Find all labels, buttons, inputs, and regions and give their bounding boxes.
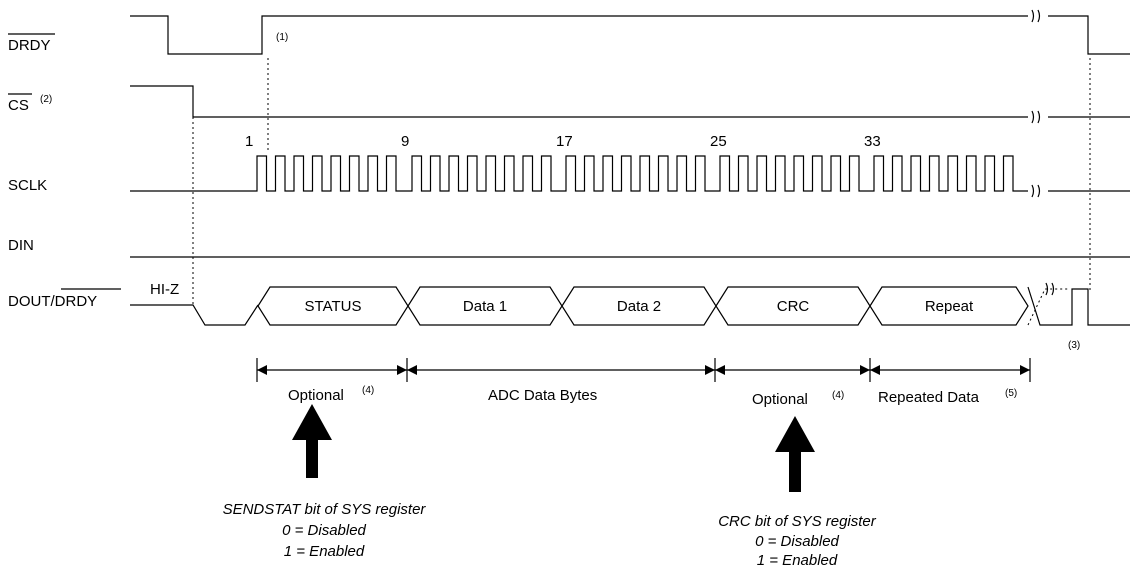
hiz-label: HI-Z: [150, 281, 179, 298]
clock-number-17: 17: [556, 133, 573, 150]
cs-note: (2): [40, 94, 52, 105]
sendstat-line-3: 1 = Enabled: [284, 543, 365, 560]
clock-number-33: 33: [864, 133, 881, 150]
segment-data1-label: Data 1: [463, 298, 507, 315]
drdy-label: DRDY: [8, 37, 51, 54]
crc-line-1: CRC bit of SYS register: [718, 513, 877, 530]
adc-data-label: ADC Data Bytes: [488, 387, 597, 404]
clock-number-25: 25: [710, 133, 727, 150]
bracket-adc-data: [407, 358, 716, 382]
optional-label-2: Optional: [752, 391, 808, 408]
optional-label-1: Optional: [288, 387, 344, 404]
dout-hiz-line: [130, 304, 259, 326]
drdy-waveform-end: [1048, 15, 1130, 55]
segment-repeat-shape: [869, 286, 1029, 326]
up-arrow-icon-crc: [775, 416, 815, 492]
sclk-label: SCLK: [8, 177, 47, 194]
crc-line-3: 1 = Enabled: [757, 552, 838, 569]
sclk-waveform: [130, 155, 1028, 192]
note-3: (3): [1068, 340, 1080, 351]
dout-tail: [1027, 286, 1130, 326]
dout-segments: STATUS Data 1 Data 2 CRC Repeat: [257, 286, 1029, 326]
bracket-repeated: [870, 358, 1031, 382]
segment-repeat-label: Repeat: [925, 298, 974, 315]
sclk-break-icon: [1031, 184, 1041, 198]
dout-tail-dotted: [1027, 288, 1070, 326]
dout-break-icon: [1045, 282, 1055, 296]
clock-number-1: 1: [245, 133, 253, 150]
cs-break-icon: [1031, 110, 1041, 124]
segment-crc-label: CRC: [777, 298, 810, 315]
repeated-data-label: Repeated Data: [878, 389, 980, 406]
sendstat-line-1: SENDSTAT bit of SYS register: [223, 501, 427, 518]
clock-number-9: 9: [401, 133, 409, 150]
note-1: (1): [276, 32, 288, 43]
note-4b: (4): [832, 390, 844, 401]
note-5: (5): [1005, 388, 1017, 399]
cs-waveform: [130, 85, 1028, 118]
cs-label: CS: [8, 97, 29, 114]
segment-status-label: STATUS: [305, 298, 362, 315]
note-4a: (4): [362, 385, 374, 396]
up-arrow-icon-sendstat: [292, 404, 332, 478]
drdy-break-icon: [1031, 9, 1041, 23]
drdy-waveform: [130, 15, 1028, 55]
bracket-optional-crc: [715, 358, 871, 382]
bracket-optional-status: [256, 358, 408, 382]
dout-label: DOUT/DRDY: [8, 293, 97, 310]
segment-data2-label: Data 2: [617, 298, 661, 315]
crc-line-2: 0 = Disabled: [755, 533, 839, 550]
sendstat-line-2: 0 = Disabled: [282, 522, 366, 539]
din-label: DIN: [8, 237, 34, 254]
